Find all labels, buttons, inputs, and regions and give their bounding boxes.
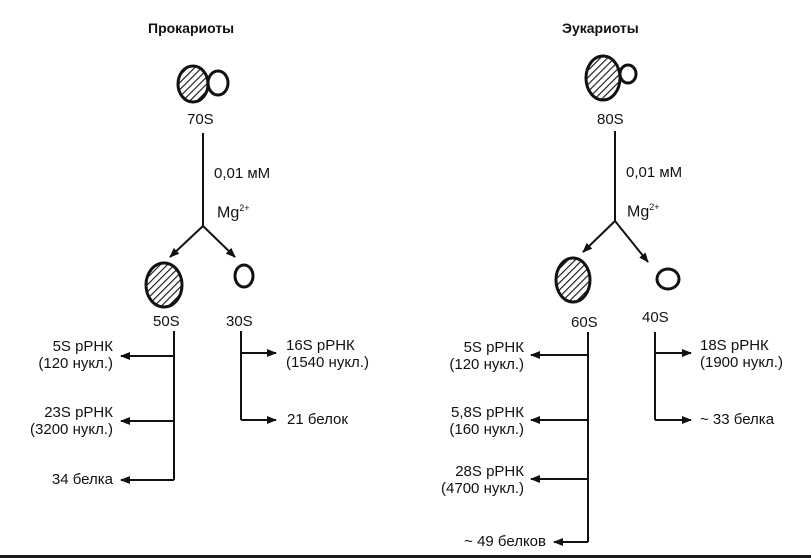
eukaryote-80s-label: 80S (597, 111, 624, 128)
prokaryote-70s-label: 70S (187, 111, 214, 128)
prokaryote-16s-rrna: 16S рРНК (1540 нукл.) (286, 337, 369, 371)
prokaryote-30s-subunit (233, 263, 255, 289)
prokaryote-ion-charge: 2+ (239, 203, 250, 213)
prokaryote-mg-label: Mg2+ (217, 200, 250, 221)
prokaryote-title: Прокариоты (148, 20, 235, 36)
prokaryote-50s-subunit (144, 261, 184, 309)
eukaryote-arrow-left (582, 220, 616, 253)
component-name: 16S рРНК (286, 337, 355, 354)
component-name: 5S рРНК (463, 339, 524, 356)
component-name: 5,8S рРНК (451, 404, 524, 421)
prokaryote-30s-label: 30S (226, 313, 253, 330)
component-detail: (160 нукл.) (449, 421, 524, 438)
prokaryote-arrow-left (169, 225, 204, 258)
component-name: 23S рРНК (44, 404, 113, 421)
eukaryote-60s-label: 60S (571, 314, 598, 331)
eukaryote-18s-rrna: 18S рРНК (1900 нукл.) (700, 337, 783, 371)
prokaryote-21-proteins: 21 белок (287, 411, 348, 428)
eukaryote-condition-label: 0,01 мМ (626, 164, 683, 181)
component-detail: (4700 нукл.) (441, 480, 524, 497)
component-name: 18S рРНК (700, 337, 769, 354)
eukaryote-40s-label: 40S (642, 309, 669, 326)
eukaryote-title: Эукариоты (562, 20, 639, 36)
component-detail: (1900 нукл.) (700, 354, 783, 371)
eukaryote-28s-rrna: 28S рРНК (4700 нукл.) (410, 463, 524, 497)
component-name: 5S рРНК (52, 338, 113, 355)
prokaryote-5s-rrna: 5S рРНК (120 нукл.) (10, 338, 113, 372)
eukaryote-40s-subunit (655, 267, 681, 291)
component-detail: (120 нукл.) (38, 355, 113, 372)
prokaryote-50s-label: 50S (153, 313, 180, 330)
prokaryote-34-proteins: 34 белка (51, 471, 113, 488)
eukaryote-60s-subunit (554, 256, 592, 304)
component-name: 28S рРНК (455, 463, 524, 480)
eukaryote-5s-rrna: 5S рРНК (120 нукл.) (410, 339, 524, 373)
component-detail: (3200 нукл.) (30, 421, 113, 438)
eukaryote-80s-ribosome (584, 54, 638, 102)
eukaryote-mg-label: Mg2+ (627, 199, 660, 220)
prokaryote-ion: Mg (217, 204, 240, 222)
prokaryote-23s-rrna: 23S рРНК (3200 нукл.) (0, 404, 113, 438)
component-detail: (1540 нукл.) (286, 354, 369, 371)
eukaryote-ion-charge: 2+ (649, 202, 660, 212)
prokaryote-condition-label: 0,01 мМ (214, 165, 271, 182)
bottom-border (0, 555, 811, 558)
eukaryote-arrow-right (614, 220, 649, 263)
prokaryote-arrow-right (202, 225, 236, 258)
eukaryote-33-proteins: ~ 33 белка (700, 411, 775, 428)
eukaryote-49-proteins: ~ 49 белков (464, 533, 546, 550)
component-detail: (120 нукл.) (449, 356, 524, 373)
eukaryote-5-8s-rrna: 5,8S рРНК (160 нукл.) (410, 404, 524, 438)
prokaryote-70s-ribosome (176, 64, 230, 104)
eukaryote-ion: Mg (627, 203, 650, 221)
